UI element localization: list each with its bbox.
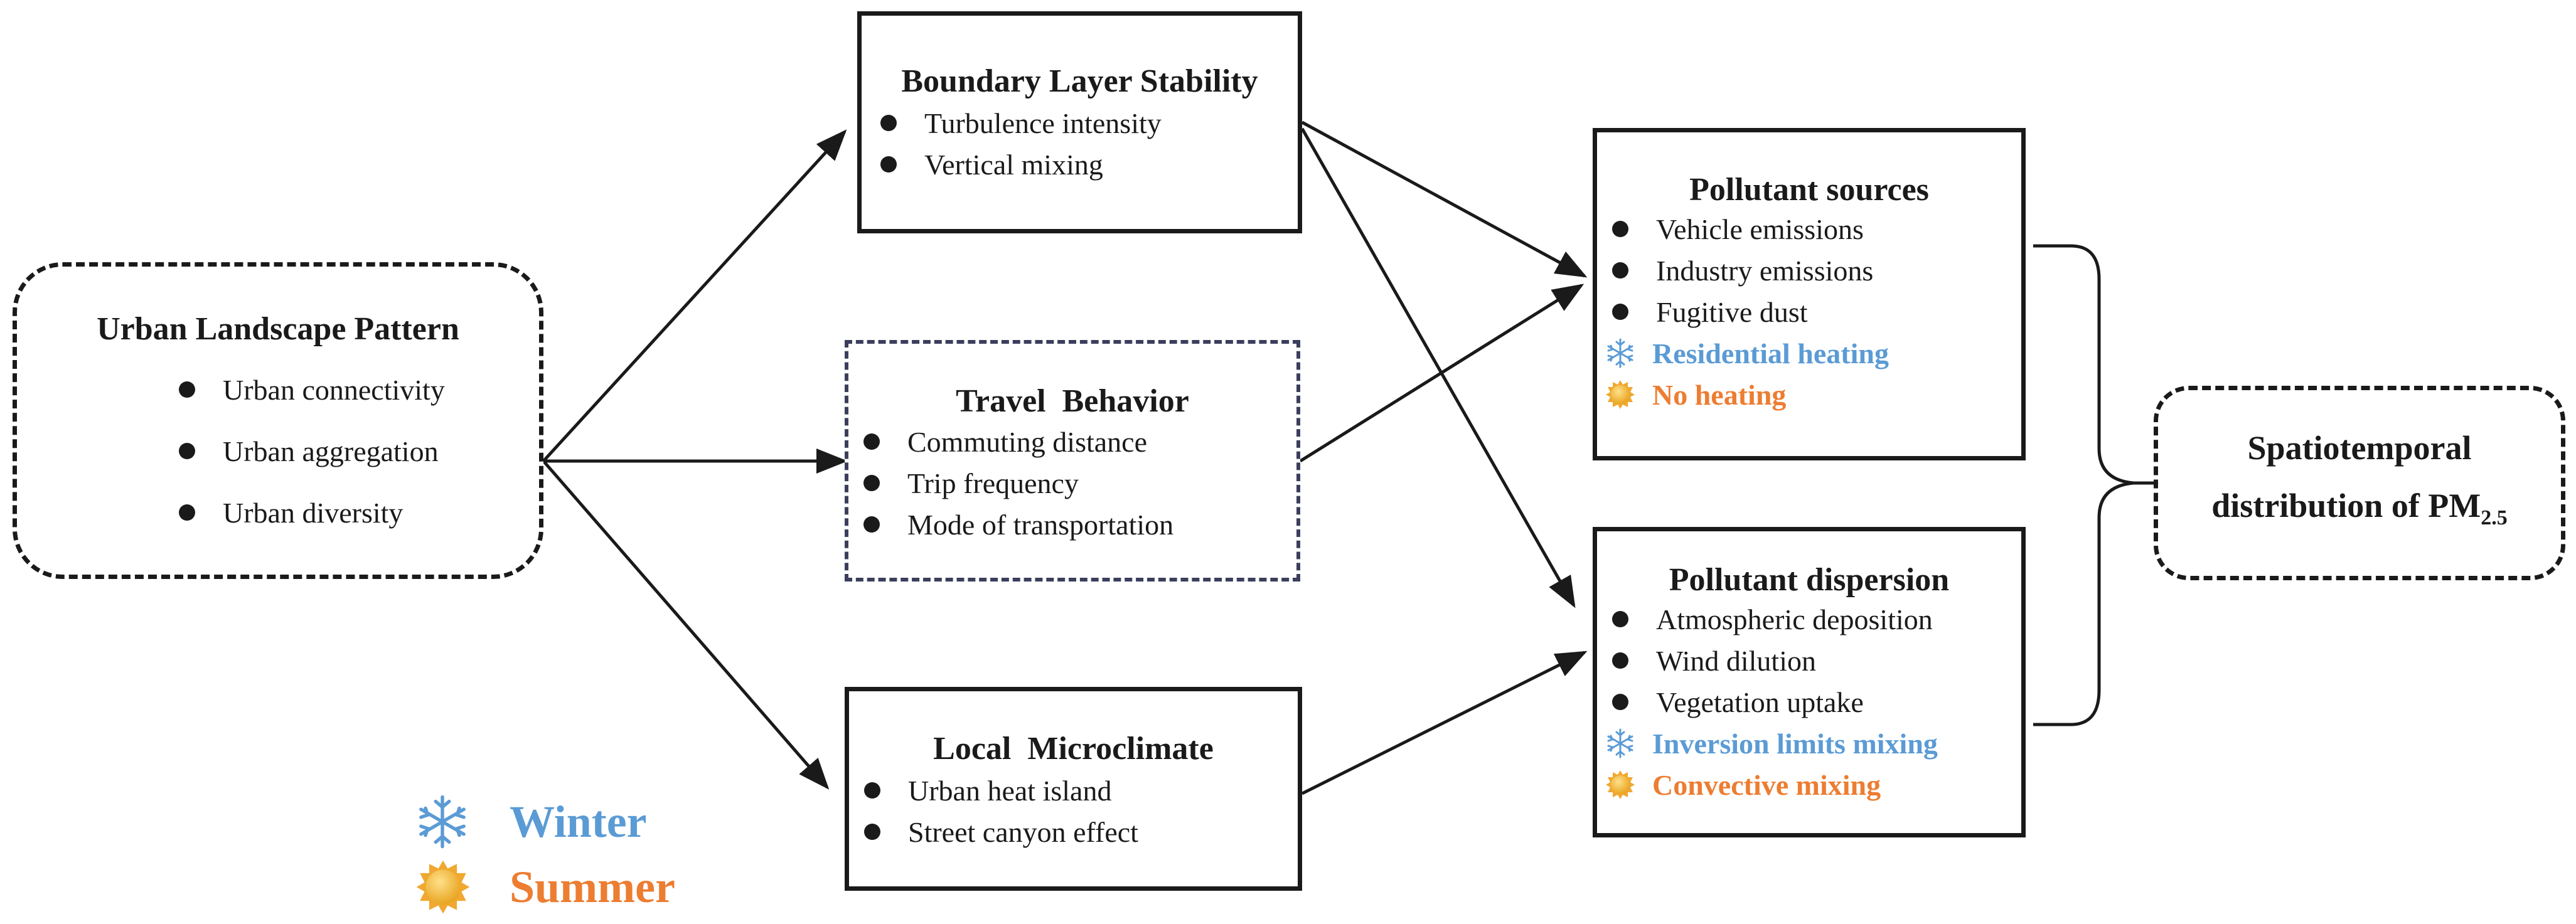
- pm-subscript: 2.5: [2481, 506, 2508, 529]
- bullet-dot-icon: [179, 504, 195, 521]
- snowflake-icon: [419, 795, 466, 849]
- bullet-dot-icon: [1612, 694, 1628, 710]
- travel-behavior-box: Travel Behavior Commuting distance Trip …: [845, 340, 1300, 581]
- list-item: Wind dilution: [1612, 640, 2021, 681]
- bullet-dot-icon: [863, 433, 880, 450]
- landscape-pattern-list: Urban connectivity Urban aggregation Urb…: [179, 359, 539, 543]
- list-item: Vertical mixing: [880, 144, 1298, 185]
- boundary-layer-list: Turbulence intensity Vertical mixing: [880, 102, 1298, 185]
- snowflake-icon: [1607, 728, 1633, 758]
- brace-connector: [2033, 244, 2134, 726]
- list-item: Mode of transportation: [863, 504, 1296, 545]
- bullet-dot-icon: [864, 782, 880, 799]
- list-item: Atmospheric deposition: [1612, 598, 2021, 640]
- sun-icon: [1606, 380, 1635, 409]
- bullet-dot-icon: [864, 824, 880, 840]
- pollutant-sources-list: Vehicle emissions Industry emissions Fug…: [1606, 208, 2021, 415]
- legend-winter-label: Winter: [510, 796, 647, 847]
- list-item: Industry emissions: [1612, 250, 2021, 291]
- arrow-boundary-to-dispersion: [1300, 127, 1576, 608]
- legend-summer-label: Summer: [510, 861, 675, 912]
- outcome-line-2: distribution of PM2.5: [2211, 487, 2508, 529]
- bullet-dot-icon: [880, 115, 897, 131]
- bullet-dot-icon: [863, 475, 880, 491]
- list-item-summer: No heating: [1606, 374, 2021, 415]
- list-item-summer: Convective mixing: [1606, 764, 2021, 805]
- list-item: Urban heat island: [864, 770, 1298, 811]
- bullet-dot-icon: [1612, 262, 1628, 279]
- bullet-dot-icon: [179, 443, 195, 459]
- bullet-dot-icon: [1612, 652, 1628, 669]
- pollutant-dispersion-list: Atmospheric deposition Wind dilution Veg…: [1606, 598, 2021, 805]
- arrow-boundary-to-sources: [1301, 120, 1588, 278]
- bullet-dot-icon: [179, 381, 195, 398]
- list-item: Trip frequency: [863, 462, 1296, 504]
- bullet-dot-icon: [1612, 221, 1628, 237]
- bullet-dot-icon: [863, 516, 880, 533]
- outcome-line-1: Spatiotemporal: [2247, 429, 2472, 467]
- legend-winter: Winter: [414, 792, 647, 852]
- sun-icon: [416, 860, 470, 914]
- bullet-dot-icon: [880, 156, 897, 173]
- snowflake-icon: [1607, 338, 1633, 368]
- boundary-layer-box: Boundary Layer Stability Turbulence inte…: [857, 11, 1302, 233]
- list-item: Vegetation uptake: [1612, 681, 2021, 723]
- arrow-travel-to-sources: [1299, 284, 1585, 463]
- pollutant-sources-box: Pollutant sources Vehicle emissions Indu…: [1593, 128, 2026, 460]
- list-item: Street canyon effect: [864, 811, 1298, 852]
- boundary-layer-title: Boundary Layer Stability: [901, 63, 1258, 99]
- pollutant-sources-title: Pollutant sources: [1689, 172, 1929, 208]
- bullet-dot-icon: [1612, 304, 1628, 320]
- legend-summer: Summer: [414, 857, 675, 917]
- arrow-microclimate-to-dispersion: [1301, 651, 1588, 795]
- list-item: Urban diversity: [179, 482, 539, 543]
- arrow-landscape-to-microclimate: [542, 460, 830, 790]
- sun-icon: [1606, 770, 1635, 799]
- list-item-winter: Inversion limits mixing: [1607, 723, 2021, 764]
- pollutant-dispersion-box: Pollutant dispersion Atmospheric deposit…: [1593, 527, 2026, 837]
- local-microclimate-list: Urban heat island Street canyon effect: [864, 770, 1298, 852]
- list-item: Fugitive dust: [1612, 291, 2021, 332]
- outcome-box: Spatiotemporal distribution of PM2.5: [2154, 386, 2565, 580]
- travel-behavior-title: Travel Behavior: [956, 383, 1189, 419]
- travel-behavior-list: Commuting distance Trip frequency Mode o…: [863, 421, 1296, 545]
- local-microclimate-title: Local Microclimate: [933, 731, 1214, 767]
- landscape-pattern-box: Urban Landscape Pattern Urban connectivi…: [13, 262, 543, 579]
- list-item: Commuting distance: [863, 421, 1296, 462]
- list-item: Urban aggregation: [179, 420, 539, 482]
- list-item: Urban connectivity: [179, 359, 539, 420]
- list-item-winter: Residential heating: [1607, 332, 2021, 374]
- arrow-landscape-to-boundary: [542, 129, 847, 462]
- pollutant-dispersion-title: Pollutant dispersion: [1669, 562, 1950, 598]
- landscape-pattern-title: Urban Landscape Pattern: [97, 311, 459, 347]
- bullet-dot-icon: [1612, 611, 1628, 627]
- local-microclimate-box: Local Microclimate Urban heat island Str…: [845, 687, 1302, 891]
- list-item: Vehicle emissions: [1612, 208, 2021, 250]
- list-item: Turbulence intensity: [880, 102, 1298, 144]
